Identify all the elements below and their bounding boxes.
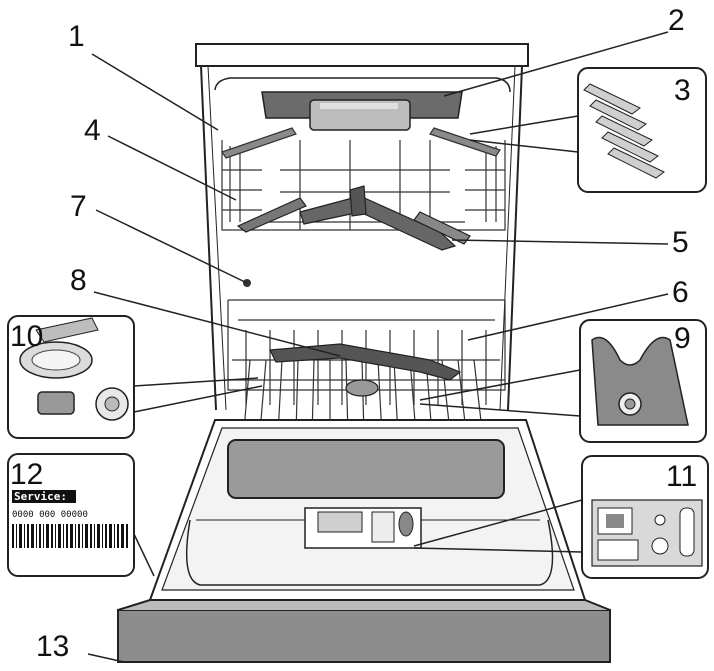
callout-4: 4 [84, 114, 101, 147]
leader-9a [419, 369, 581, 401]
leader-11a [413, 499, 583, 547]
leader-1 [91, 53, 219, 131]
dishwasher-body [195, 43, 529, 411]
leader-12 [133, 533, 155, 577]
inset-filter [7, 315, 135, 439]
leader-6 [467, 293, 669, 341]
leader-3b [469, 139, 579, 153]
callout-9: 9 [674, 322, 691, 355]
service-number: 0000 000 00000 [12, 510, 88, 520]
detergent-dispenser [304, 507, 422, 549]
callout-7: 7 [70, 190, 87, 223]
callout-12: 12 [10, 458, 43, 491]
leader-13 [87, 653, 125, 663]
inset-sump [579, 319, 707, 443]
inset-service-label: Service: 0000 000 00000 [7, 453, 135, 577]
leader-lines [87, 31, 669, 663]
leader-5 [451, 239, 669, 245]
inset-dispenser [581, 455, 709, 579]
leader-10a [133, 377, 259, 387]
leader-4 [107, 135, 237, 201]
callout-8: 8 [70, 264, 87, 297]
leader-11b [413, 547, 583, 553]
leader-8 [93, 291, 341, 357]
leader-2 [443, 31, 669, 97]
callout-13: 13 [36, 630, 69, 663]
top-spray-assembly [261, 91, 463, 131]
leader-7 [95, 209, 248, 284]
callout-11: 11 [666, 460, 697, 493]
callout-2: 2 [668, 4, 685, 37]
leader-9b [419, 403, 581, 417]
lower-spray-arm [269, 343, 462, 397]
middle-spray-arm [236, 185, 471, 251]
callout-10: 10 [10, 320, 43, 353]
barcode [12, 524, 128, 548]
inset-cutlery-tray [577, 67, 707, 193]
callout-5: 5 [672, 226, 689, 259]
callout-1: 1 [68, 20, 85, 53]
leader-3 [469, 115, 579, 135]
callout-6: 6 [672, 276, 689, 309]
callout-labels: 1 2 3 4 5 6 7 8 9 10 11 12 13 [10, 4, 697, 663]
leader-10b [133, 385, 263, 413]
callout-3: 3 [674, 74, 691, 107]
dishwasher-door [117, 419, 611, 663]
upper-basket [221, 127, 506, 231]
service-title: Service: [14, 490, 67, 503]
lower-basket [227, 299, 506, 437]
